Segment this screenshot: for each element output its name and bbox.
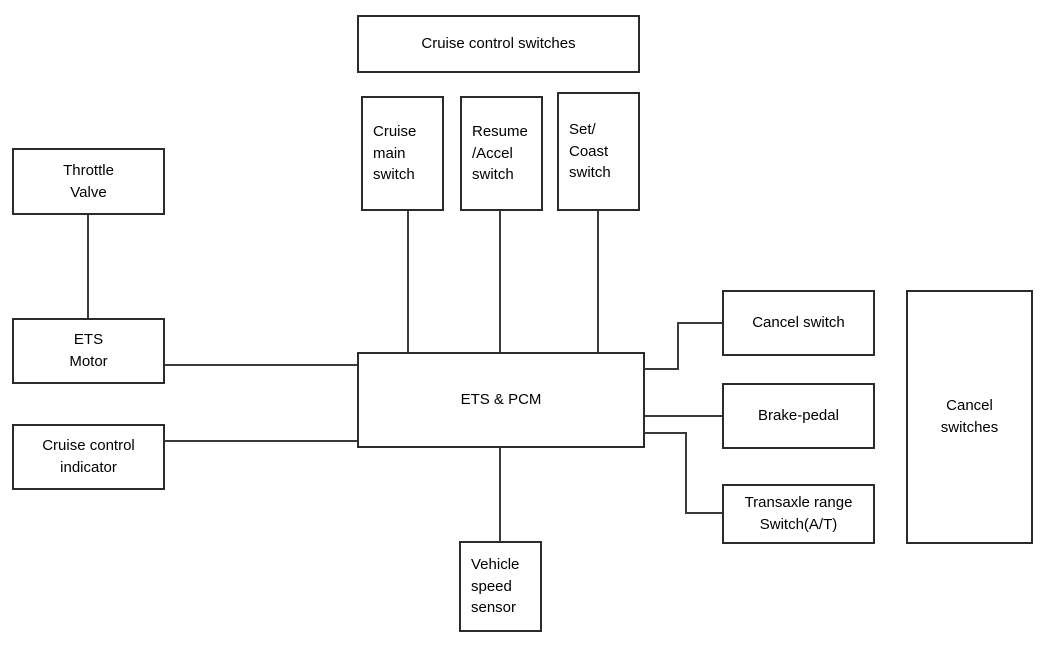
node-resume-accel-switch[interactable]: Resume /Accel switch — [460, 96, 543, 211]
wire-ets-pcm-to-transaxle-range-switch-seg3 — [685, 512, 723, 514]
node-label: Cancel switches — [940, 397, 999, 436]
wire-ets-pcm-to-cancel-switch-seg3 — [677, 322, 723, 324]
wire-ets-pcm-to-transaxle-range-switch-seg1 — [645, 432, 687, 434]
node-label: Throttle Valve — [63, 161, 114, 201]
node-throttle-valve[interactable]: Throttle Valve — [12, 148, 165, 215]
node-label: Cruise control switches — [421, 35, 576, 53]
node-label: Resume /Accel switch — [472, 122, 528, 184]
wire-cruise-main-switch-to-ets-pcm — [407, 211, 409, 353]
wire-ets-pcm-to-cancel-switch-seg1 — [645, 368, 679, 370]
wire-ets-pcm-to-transaxle-range-switch-seg2 — [685, 432, 687, 514]
node-ets-motor[interactable]: ETS Motor — [12, 318, 165, 384]
node-label: Cancel switch — [752, 314, 845, 332]
wire-ets-pcm-to-vehicle-speed-sensor — [499, 447, 501, 541]
node-label: Cruise control indicator — [42, 437, 135, 476]
node-label: ETS & PCM — [460, 391, 542, 409]
node-vehicle-speed-sensor[interactable]: Vehicle speed sensor — [459, 541, 542, 632]
node-cancel-switch[interactable]: Cancel switch — [722, 290, 875, 356]
wire-throttle-valve-to-ets-motor — [87, 214, 89, 318]
wire-ets-pcm-to-brake-pedal — [645, 415, 723, 417]
wire-resume-accel-switch-to-ets-pcm — [499, 211, 501, 353]
node-cruise-control-switches[interactable]: Cruise control switches — [357, 15, 640, 73]
node-label: ETS Motor — [69, 331, 108, 370]
wire-ets-motor-to-ets-pcm — [165, 364, 357, 366]
node-cancel-switches-group[interactable]: Cancel switches — [906, 290, 1033, 544]
wire-ets-pcm-to-cancel-switch-seg2 — [677, 322, 679, 370]
node-label: Cruise main switch — [373, 122, 417, 184]
node-brake-pedal[interactable]: Brake-pedal — [722, 383, 875, 449]
node-label: Set/ Coast switch — [569, 120, 611, 182]
node-label: Transaxle range Switch(A/T) — [744, 494, 853, 533]
node-cruise-main-switch[interactable]: Cruise main switch — [361, 96, 444, 211]
wire-cruise-control-indicator-to-ets-pcm — [165, 440, 357, 442]
wire-set-coast-switch-to-ets-pcm — [597, 211, 599, 353]
node-label: Brake-pedal — [758, 407, 839, 425]
node-label: Vehicle speed sensor — [471, 555, 520, 617]
node-cruise-control-indicator[interactable]: Cruise control indicator — [12, 424, 165, 490]
node-transaxle-range-switch[interactable]: Transaxle range Switch(A/T) — [722, 484, 875, 544]
node-ets-pcm[interactable]: ETS & PCM — [357, 352, 645, 448]
node-set-coast-switch[interactable]: Set/ Coast switch — [557, 92, 640, 211]
